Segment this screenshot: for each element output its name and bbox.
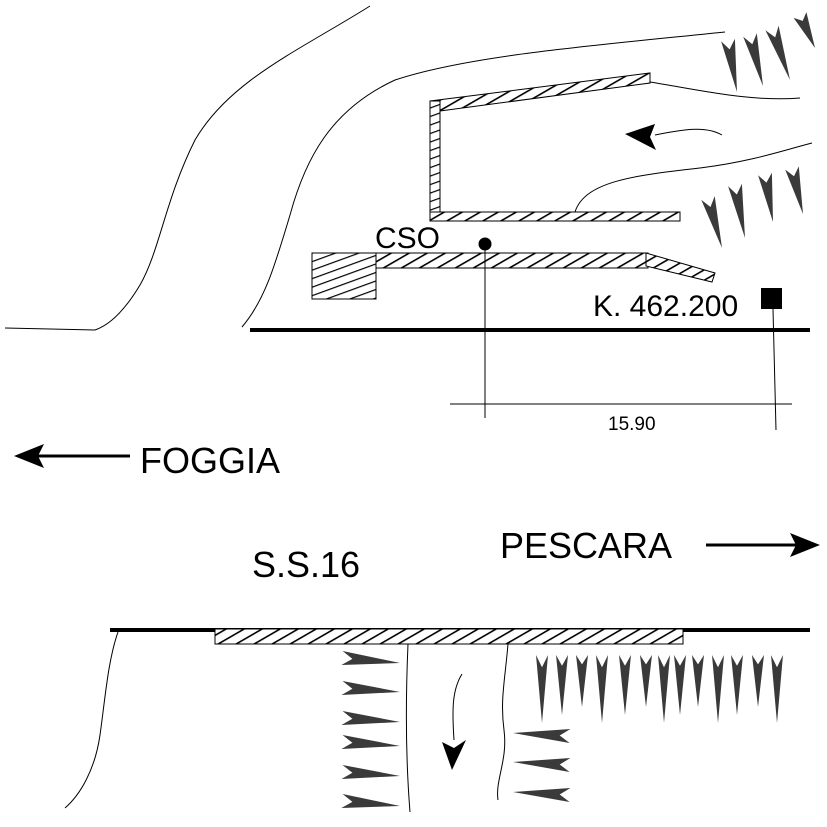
channel-flow-arrow-icon xyxy=(442,740,466,770)
culvert-wing xyxy=(645,252,716,283)
channel-bank-left xyxy=(405,643,411,813)
vegetation-marker-icon xyxy=(341,651,400,665)
vegetation-marker-icon xyxy=(341,794,400,808)
vegetation-marker-icon xyxy=(674,655,686,715)
vegetation-marker-icon xyxy=(341,681,400,695)
structure-bottom-arm xyxy=(429,211,681,222)
cso-label: CSO xyxy=(375,222,440,255)
vegetation-marker-icon xyxy=(513,729,571,743)
dimension-leader-right xyxy=(772,308,777,431)
west-arrow-icon xyxy=(14,444,44,468)
vegetation-marker-icon xyxy=(771,655,783,723)
vegetation-marker-icon xyxy=(728,183,745,238)
east-arrow-icon xyxy=(790,533,820,557)
cso-marker-icon xyxy=(478,237,492,251)
vegetation-marker-icon xyxy=(692,655,704,707)
vegetation-marker-icon xyxy=(752,655,764,707)
structure-vertical-wall xyxy=(429,100,441,214)
vegetation-marker-icon xyxy=(758,172,773,222)
vegetation-marker-icon xyxy=(712,655,724,723)
vegetation-marker-icon xyxy=(785,166,803,214)
channel-bank-right xyxy=(497,643,509,801)
flow-arrow-icon xyxy=(625,124,656,150)
vegetation-marker-icon xyxy=(640,655,652,707)
vegetation-marker-icon xyxy=(765,25,790,80)
km-label: K. 462.200 xyxy=(593,290,738,323)
channel-flow-curve xyxy=(452,673,463,741)
vegetation-marker-icon xyxy=(556,655,568,715)
vegetation-markers xyxy=(341,12,815,808)
vegetation-marker-icon xyxy=(619,655,631,715)
vegetation-marker-icon xyxy=(596,655,608,723)
bottom-culvert-slab xyxy=(214,628,684,645)
vegetation-marker-icon xyxy=(341,735,400,749)
east-label: PESCARA xyxy=(500,525,672,566)
km-marker-icon xyxy=(761,288,782,309)
vegetation-marker-icon xyxy=(513,758,571,772)
vegetation-marker-icon xyxy=(731,655,743,715)
contour-line-inner xyxy=(241,31,726,328)
vegetation-marker-icon xyxy=(341,765,400,779)
vegetation-marker-icon xyxy=(576,655,588,707)
vegetation-marker-icon xyxy=(536,655,548,723)
vegetation-marker-icon xyxy=(658,655,670,723)
west-label: FOGGIA xyxy=(140,440,280,481)
bottom-contour-left xyxy=(64,631,119,809)
structure-top-arm xyxy=(429,72,651,112)
stream-line-upper xyxy=(574,142,813,213)
culvert-headwall xyxy=(311,252,377,300)
flow-arrow-curve xyxy=(654,128,723,136)
vegetation-marker-icon xyxy=(793,12,815,49)
contour-line-outer xyxy=(4,5,371,331)
road-label: S.S.16 xyxy=(252,544,360,585)
vegetation-marker-icon xyxy=(341,711,400,725)
vegetation-marker-icon xyxy=(701,196,722,248)
vegetation-marker-icon xyxy=(743,33,763,86)
vegetation-marker-icon xyxy=(721,38,737,92)
contour-line-upper-right xyxy=(649,81,801,100)
distance-label: 15.90 xyxy=(608,414,656,435)
vegetation-marker-icon xyxy=(513,788,571,802)
